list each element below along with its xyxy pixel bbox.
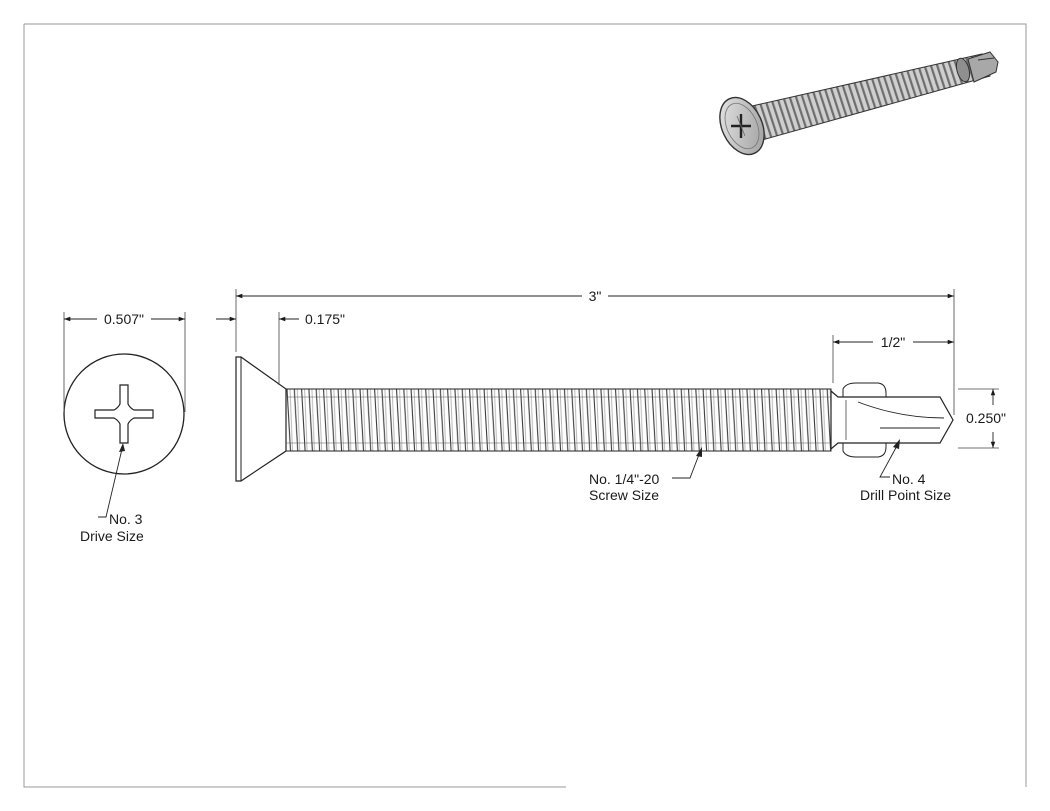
drill-length-dimension: 1/2": [832, 334, 954, 383]
drive-size-leader: [98, 448, 123, 518]
screw-size-callout: No. 1/4"-20 Screw Size: [589, 447, 702, 503]
reamer-wing-top: [842, 382, 887, 398]
overall-length-value: 3": [589, 288, 602, 304]
head-end-view: 0.507" No. 3 Drive Size: [63, 311, 186, 544]
drive-size-label: Drive Size: [80, 528, 144, 544]
sheet-border: [23, 23, 1027, 788]
side-view-screw: [235, 356, 954, 482]
head-height-value: 0.175": [305, 311, 345, 327]
drill-point-callout: No. 4 Drill Point Size: [860, 439, 951, 503]
isometric-screw-view: [719, 51, 999, 156]
drill-point-number: No. 4: [892, 471, 926, 487]
screw-size-label: Screw Size: [589, 487, 659, 503]
head-diameter-dimension: 0.507": [104, 311, 144, 327]
drill-diameter-value: 0.250": [966, 410, 1006, 426]
drill-length-value: 1/2": [881, 334, 905, 350]
drive-size-number: No. 3: [109, 511, 143, 527]
drill-point: [830, 389, 954, 451]
phillips-drive-recess: [94, 384, 154, 444]
drill-diameter-dimension: 0.250": [958, 388, 1006, 449]
head-height-dimension: 0.175": [216, 311, 345, 385]
countersunk-head: [235, 356, 287, 482]
overall-length-dimension: 3": [235, 288, 955, 415]
reamer-wing-bottom: [842, 442, 887, 458]
threaded-shank: [285, 388, 832, 452]
drill-point-label: Drill Point Size: [860, 487, 951, 503]
screw-size-number: No. 1/4"-20: [589, 471, 660, 487]
